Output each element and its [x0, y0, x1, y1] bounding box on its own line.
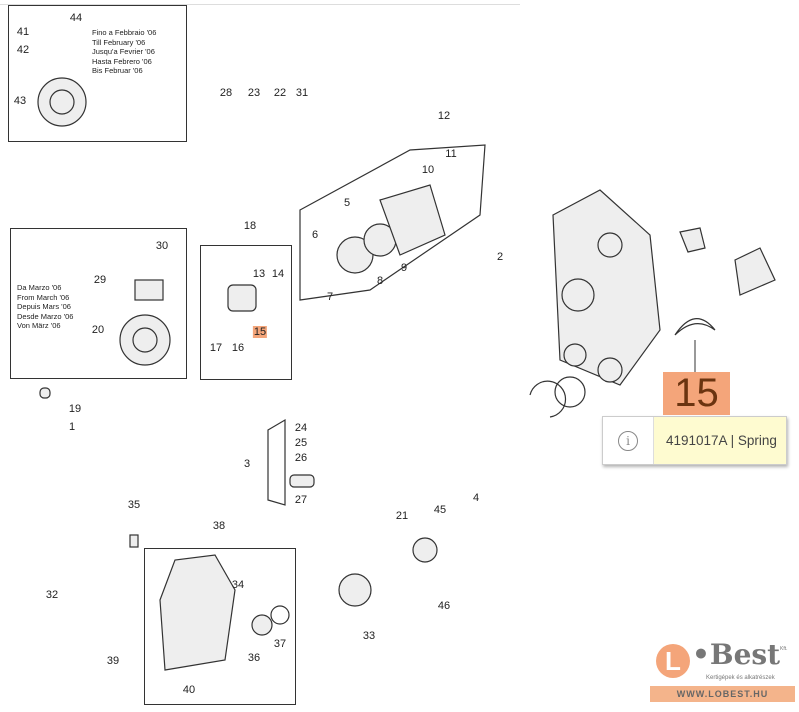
note-line: Depuis Mars '06	[17, 302, 71, 311]
callout-11[interactable]: 11	[445, 148, 457, 160]
callout-46[interactable]: 46	[437, 600, 451, 612]
note-line: Fino a Febbraio '06	[92, 28, 157, 37]
callout-32[interactable]: 32	[45, 589, 59, 601]
callout-35[interactable]: 35	[127, 499, 141, 511]
callout-14[interactable]: 14	[271, 268, 285, 280]
callout-36[interactable]: 36	[247, 652, 261, 664]
callout-30[interactable]: 30	[155, 240, 169, 252]
callout-45[interactable]: 45	[433, 504, 447, 516]
callout-37[interactable]: 37	[273, 638, 287, 650]
callout-17[interactable]: 17	[209, 342, 223, 354]
top-divider	[0, 4, 520, 5]
logo-mark: L	[656, 644, 690, 678]
callout-41[interactable]: 41	[16, 26, 30, 38]
callout-28[interactable]: 28	[219, 87, 233, 99]
callout-39[interactable]: 39	[106, 655, 120, 667]
callout-27[interactable]: 27	[294, 494, 308, 506]
callout-16[interactable]: 16	[231, 342, 245, 354]
callout-6[interactable]: 6	[311, 229, 319, 241]
part-tooltip: i 4191017A | Spring	[602, 416, 787, 465]
callout-15[interactable]: 15	[252, 326, 268, 338]
note-line: Jusqu'a Fevrier '06	[92, 47, 155, 56]
callout-34[interactable]: 34	[231, 579, 245, 591]
logo-suffix: Kft.	[780, 646, 788, 652]
callout-4[interactable]: 4	[472, 492, 480, 504]
callout-20[interactable]: 20	[91, 324, 105, 336]
callout-1[interactable]: 1	[68, 421, 76, 433]
logo-brand: •Best	[692, 638, 781, 671]
callout-33[interactable]: 33	[362, 630, 376, 642]
callout-7[interactable]: 7	[326, 291, 334, 303]
callout-12[interactable]: 12	[437, 110, 451, 122]
callout-21[interactable]: 21	[395, 510, 409, 522]
note-line: Desde Marzo '06	[17, 311, 74, 321]
logo-url: WWW.LOBEST.HU	[650, 686, 795, 702]
callout-9[interactable]: 9	[400, 262, 408, 274]
group-38-box	[144, 548, 296, 705]
tooltip-text: 4191017A | Spring	[666, 433, 777, 448]
callout-18[interactable]: 18	[243, 220, 257, 232]
callout-40[interactable]: 40	[182, 684, 196, 696]
callout-38[interactable]: 38	[212, 520, 226, 532]
note-line: Da Marzo '06	[17, 283, 62, 292]
callout-24[interactable]: 24	[294, 422, 308, 434]
note-from-mar-06: Da Marzo '06 From March '06 Depuis Mars …	[17, 283, 73, 331]
info-icon: i	[603, 417, 654, 464]
callout-26[interactable]: 26	[294, 452, 308, 464]
note-line: Hasta Febrero '06	[92, 56, 152, 66]
callout-29[interactable]: 29	[93, 274, 107, 286]
callout-8[interactable]: 8	[376, 275, 384, 287]
note-line: Bis Februar '06	[92, 66, 143, 75]
callout-23[interactable]: 23	[247, 87, 261, 99]
note-until-feb-06: Fino a Febbraio '06 Till February '06 Ju…	[92, 28, 156, 76]
callout-22[interactable]: 22	[273, 87, 287, 99]
callout-19[interactable]: 19	[68, 403, 82, 415]
logo-tagline: Kertigépek és alkatrészek	[706, 675, 775, 681]
callout-25[interactable]: 25	[294, 437, 308, 449]
callout-13[interactable]: 13	[252, 268, 266, 280]
highlighted-part-number[interactable]: 15	[663, 372, 730, 415]
callout-31[interactable]: 31	[295, 87, 309, 99]
callout-10[interactable]: 10	[421, 164, 435, 176]
callout-43[interactable]: 43	[13, 95, 27, 107]
callout-44[interactable]: 44	[69, 12, 83, 24]
group-18-box	[200, 245, 292, 380]
flywheel-new-box	[10, 228, 187, 379]
callout-42[interactable]: 42	[16, 44, 30, 56]
note-line: Till February '06	[92, 37, 146, 47]
flywheel-old-box	[8, 5, 187, 142]
note-line: Von März '06	[17, 321, 61, 330]
callout-5[interactable]: 5	[343, 197, 351, 209]
lobest-logo: L •Best Kft. Kertigépek és alkatrészek W…	[650, 640, 795, 706]
callout-2[interactable]: 2	[496, 251, 504, 263]
callout-3[interactable]: 3	[243, 458, 251, 470]
note-line: From March '06	[17, 292, 70, 302]
